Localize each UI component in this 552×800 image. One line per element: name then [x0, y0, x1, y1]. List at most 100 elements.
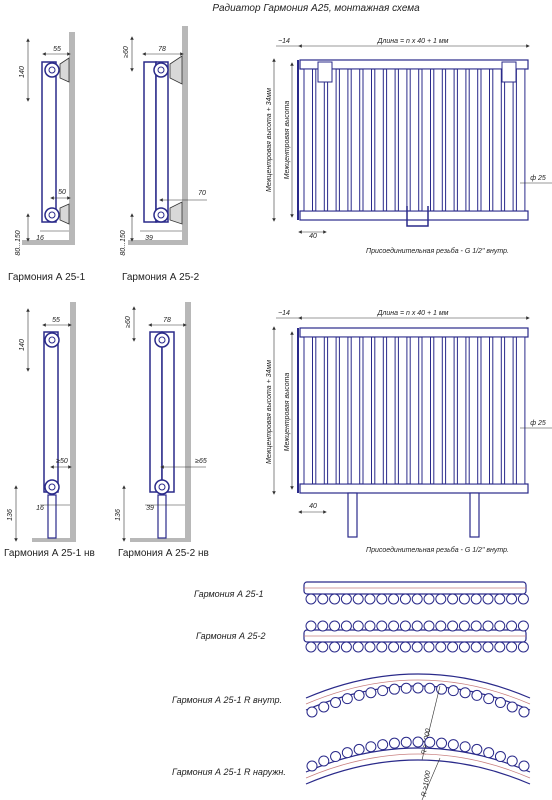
tube-section	[412, 682, 424, 694]
tube-section	[341, 747, 353, 759]
radiator-tube	[338, 68, 349, 212]
tube-section	[470, 641, 482, 653]
tube-section	[329, 641, 341, 653]
tube-section	[447, 593, 459, 605]
tube-section	[388, 683, 400, 695]
tube-section	[388, 737, 400, 749]
tube-section	[399, 593, 411, 605]
radiator-tube	[374, 68, 384, 212]
tube-row	[305, 641, 529, 653]
dim-136: 136	[115, 509, 122, 521]
radiator-tube	[374, 336, 384, 485]
tube-section	[399, 641, 411, 653]
tube-section	[436, 737, 448, 749]
tube-section	[482, 620, 494, 632]
radiator-body-back	[155, 61, 169, 223]
tube-section	[317, 641, 329, 653]
radiator-tube	[409, 68, 420, 212]
tube-section	[447, 641, 459, 653]
dim-16: 16	[36, 235, 44, 242]
tube-section	[494, 641, 506, 653]
radiator-tube	[445, 68, 455, 212]
tube-section	[388, 620, 400, 632]
radiator-tube	[362, 68, 372, 212]
label-a25-1nv: Гармония А 25-1 нв	[4, 548, 95, 559]
tube-section	[411, 593, 423, 605]
dim-length: Длина = n x 40 + 1 мм	[377, 38, 449, 45]
top-view-a25-2: Гармония А 25-2	[196, 620, 529, 653]
tube-section	[435, 593, 447, 605]
top-view-a25-1: Гармония А 25-1	[194, 581, 529, 605]
side-view-a25-2: 78 ≥60 70 39 80...150 Гармония А 25-2	[120, 26, 207, 283]
floor-stand	[47, 494, 57, 539]
tube-section	[317, 620, 329, 632]
tube-section	[352, 593, 364, 605]
tube-section	[306, 706, 318, 718]
bottom-collector	[299, 210, 529, 221]
radiator-tube	[409, 336, 420, 485]
tube-section	[353, 689, 365, 701]
dim-39: 39	[146, 505, 154, 512]
tube-section	[376, 641, 388, 653]
tube-section	[365, 741, 377, 753]
tube-section	[506, 701, 518, 713]
dim-14: ~14	[278, 310, 290, 317]
dim-25: ф 25	[530, 175, 546, 182]
dim-16: 16	[36, 505, 44, 512]
radiator-body-front	[143, 61, 157, 223]
tube-section	[340, 641, 352, 653]
tube-section	[470, 593, 482, 605]
tube-section	[353, 743, 365, 755]
tube-section	[517, 641, 529, 653]
tube-section	[388, 641, 400, 653]
tube-section	[423, 593, 435, 605]
radiator-tube	[327, 68, 337, 212]
tube-section	[494, 751, 506, 763]
label-a25-2: Гармония А 25-2	[122, 272, 200, 283]
radiator-tube	[515, 68, 526, 212]
tube-section	[506, 620, 518, 632]
top-collector	[299, 59, 529, 70]
label-top-r-in: Гармония А 25-1 R внутр.	[172, 695, 282, 705]
dim-60: ≥60	[125, 316, 132, 328]
radiator-tube	[480, 68, 490, 212]
radiator-tube	[315, 68, 325, 212]
side-view-a25-2nv: 78 ≥60 ≥65 39 136 Гармония А 25-2 нв	[115, 302, 209, 559]
radiator-tube	[456, 336, 467, 485]
tube-section	[352, 620, 364, 632]
radiator-tube	[421, 68, 431, 212]
tube-section	[518, 760, 530, 772]
bottom-connection	[44, 207, 60, 223]
dim-height-right: Межцентровая высота	[284, 101, 291, 180]
radiator-tube	[456, 68, 467, 212]
dim-height-right: Межцентровая высота	[284, 373, 291, 452]
tube-section	[458, 641, 470, 653]
radiator-tube	[492, 68, 502, 212]
tube-section	[400, 736, 412, 748]
tube-section	[352, 641, 364, 653]
dim-78: 78	[158, 46, 166, 53]
floor-stand	[157, 494, 167, 539]
tube-section	[388, 593, 400, 605]
label-top-a25-1: Гармония А 25-1	[194, 589, 263, 599]
tube-section	[340, 620, 352, 632]
radiator-tube	[397, 336, 408, 485]
thread-note: Присоединительная резьба - G 1/2" внутр.	[366, 546, 509, 554]
tube-section	[483, 693, 495, 705]
tube-section	[447, 620, 459, 632]
tube-section	[494, 697, 506, 709]
tube-section	[376, 593, 388, 605]
radiator-tube	[515, 336, 526, 485]
radiator-tube	[362, 336, 372, 485]
tube-section	[400, 682, 412, 694]
dim-65: ≥65	[195, 458, 207, 465]
tube-section	[459, 741, 471, 753]
floor-leg	[469, 492, 480, 538]
tube-section	[364, 593, 376, 605]
radiator-tube	[504, 68, 514, 212]
radiator-tube	[303, 68, 313, 212]
tube-section	[423, 620, 435, 632]
tube-section	[494, 620, 506, 632]
tube-section	[447, 685, 459, 697]
tube-section	[329, 620, 341, 632]
